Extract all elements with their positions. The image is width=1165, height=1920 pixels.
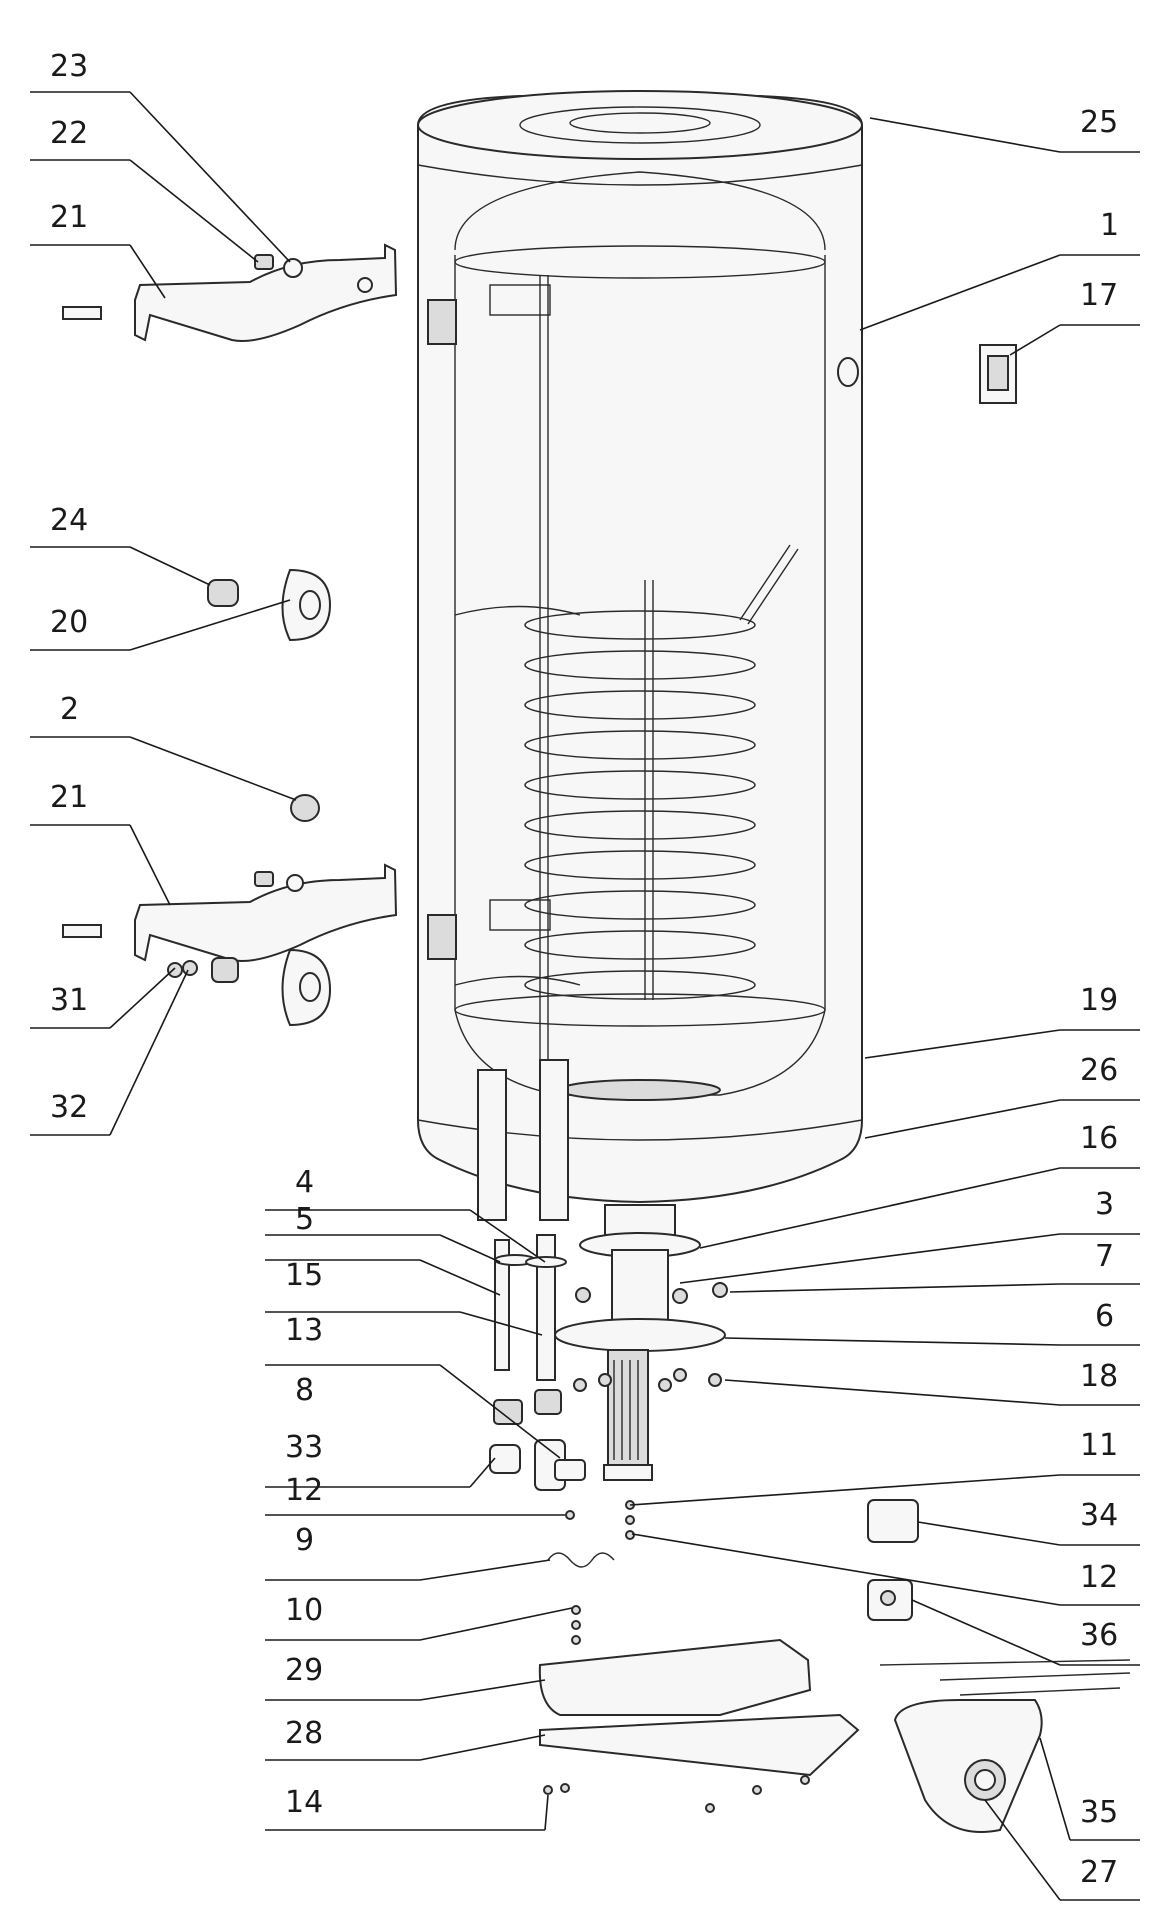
callout-2: 2	[60, 692, 79, 727]
callout-18: 18	[1080, 1359, 1118, 1394]
left-brackets-drawing	[62, 243, 398, 1027]
callout-12: 12	[1080, 1560, 1118, 1595]
callout-21: 21	[50, 780, 88, 815]
callout-10: 10	[285, 1593, 323, 1628]
heat-exchanger-coil	[454, 544, 799, 1000]
callout-29: 29	[285, 1653, 323, 1688]
callout-5: 5	[295, 1202, 314, 1237]
callout-6: 6	[1095, 1299, 1114, 1334]
callout-15: 15	[285, 1258, 323, 1293]
leader-lines	[30, 91, 1140, 1901]
callout-22: 22	[50, 116, 88, 151]
callout-3: 3	[1095, 1187, 1114, 1222]
callout-36: 36	[1080, 1618, 1118, 1653]
callout-labels: 23 22 21 24 20 2 21 31 32 4 5 15 13 8 33…	[50, 49, 1119, 1890]
callout-12: 12	[285, 1473, 323, 1508]
callout-14: 14	[285, 1785, 323, 1820]
callout-11: 11	[1080, 1428, 1118, 1463]
callout-27: 27	[1080, 1855, 1118, 1890]
callout-13: 13	[285, 1313, 323, 1348]
callout-23: 23	[50, 49, 88, 84]
callout-26: 26	[1080, 1053, 1118, 1088]
callout-1: 1	[1100, 208, 1119, 243]
callout-19: 19	[1080, 983, 1118, 1018]
callout-28: 28	[285, 1716, 323, 1751]
callout-24: 24	[50, 503, 88, 538]
callout-31: 31	[50, 983, 88, 1018]
callout-32: 32	[50, 1090, 88, 1125]
callout-17: 17	[1080, 278, 1118, 313]
callout-16: 16	[1080, 1121, 1118, 1156]
callout-34: 34	[1080, 1498, 1118, 1533]
callout-8: 8	[295, 1373, 314, 1408]
water-heater-tank-drawing	[417, 90, 1131, 1833]
callout-33: 33	[285, 1430, 323, 1465]
callout-7: 7	[1095, 1239, 1114, 1274]
callout-35: 35	[1080, 1795, 1118, 1830]
callout-21: 21	[50, 200, 88, 235]
callout-4: 4	[295, 1165, 314, 1200]
callout-9: 9	[295, 1523, 314, 1558]
callout-25: 25	[1080, 105, 1118, 140]
callout-20: 20	[50, 605, 88, 640]
